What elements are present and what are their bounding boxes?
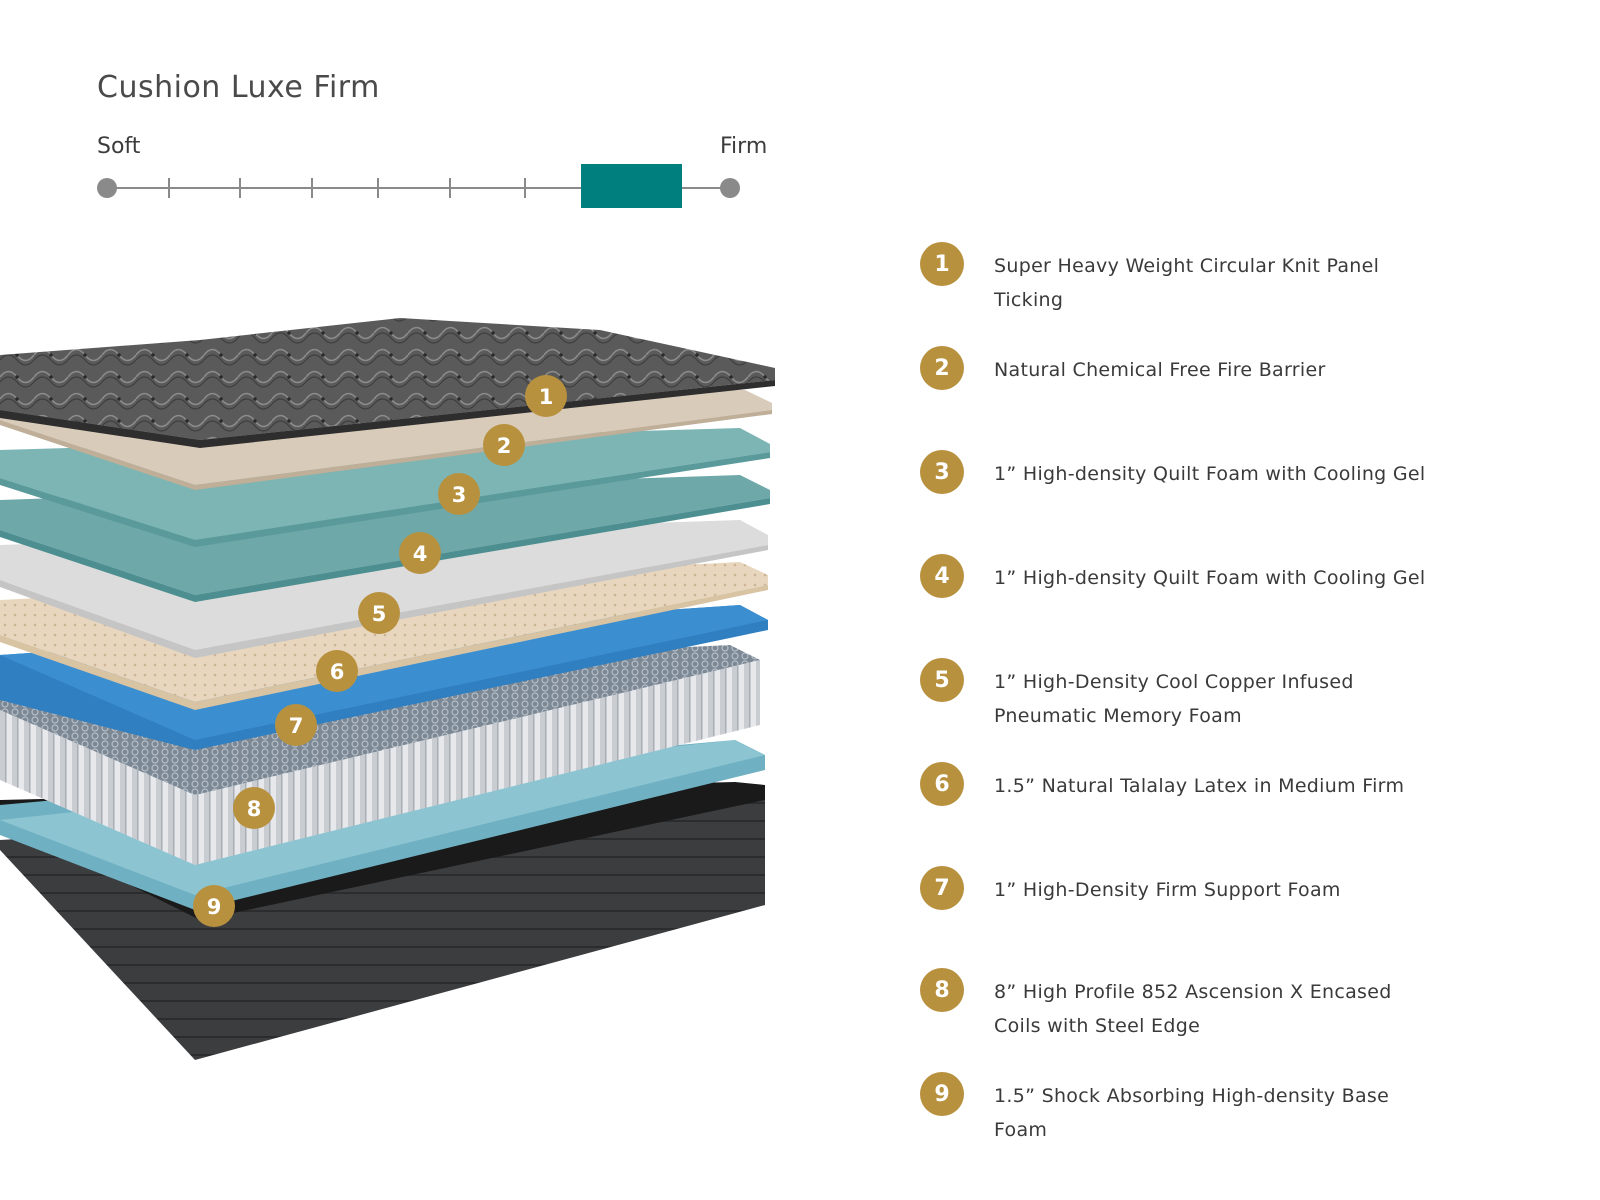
diagram-badge-1 (525, 375, 567, 417)
layer-1-ticking (0, 318, 775, 448)
firmness-level-marker (581, 164, 682, 208)
legend-item: 4 1” High-density Quilt Foam with Cooling… (920, 554, 1425, 598)
legend-item: 9 1.5” Shock Absorbing High-density Base … (920, 1072, 1434, 1147)
legend-description: 1” High-Density Firm Support Foam (994, 879, 1341, 901)
ticking-top (0, 318, 775, 440)
diagram-badge-number: 4 (413, 542, 428, 566)
diagram-badge-9 (193, 885, 235, 927)
legend-item: 1 Super Heavy Weight Circular Knit Panel … (920, 242, 1434, 317)
mattress-layers-diagram: 1 2 3 4 5 6 7 8 9 (0, 318, 775, 1060)
product-title: Cushion Luxe Firm (97, 70, 380, 105)
legend-number-badge: 9 (920, 1072, 964, 1116)
diagram-badge-number: 2 (497, 434, 512, 458)
legend-description: 1” High-density Quilt Foam with Cooling … (994, 463, 1426, 485)
diagram-badge-number: 8 (247, 797, 262, 821)
diagram-badge-6 (316, 650, 358, 692)
legend-description: 8” High Profile 852 Ascension X Encased … (994, 981, 1392, 1037)
legend-number-badge: 6 (920, 762, 964, 806)
soft-label: Soft (97, 134, 141, 159)
legend-description: 1” High-density Quilt Foam with Cooling … (994, 567, 1426, 589)
legend-description: 1” High-Density Cool Copper Infused Pneu… (994, 671, 1354, 727)
diagram-badge-8 (233, 787, 275, 829)
legend-number-badge: 1 (920, 242, 964, 286)
scale-start-dot (97, 178, 117, 198)
legend-item: 6 1.5” Natural Talalay Latex in Medium Fi… (920, 762, 1404, 806)
coil-side (0, 660, 760, 865)
diagram-badge-3 (438, 473, 480, 515)
legend-description: Natural Chemical Free Fire Barrier (994, 359, 1326, 381)
legend-item: 5 1” High-Density Cool Copper Infused Pne… (920, 658, 1434, 733)
diagram-badge-2 (483, 424, 525, 466)
diagram-badge-5 (358, 592, 400, 634)
firm-label: Firm (720, 134, 768, 159)
legend-description: Super Heavy Weight Circular Knit Panel T… (994, 255, 1380, 311)
diagram-badge-number: 3 (452, 483, 467, 507)
diagram-badge-7 (275, 704, 317, 746)
legend-item: 8 8” High Profile 852 Ascension X Encased… (920, 968, 1434, 1043)
legend-number-badge: 7 (920, 866, 964, 910)
firmness-scale (97, 164, 740, 208)
layer-legend: 1 Super Heavy Weight Circular Knit Panel … (920, 0, 1560, 1200)
diagram-badge-number: 6 (330, 660, 345, 684)
scale-end-dot (720, 178, 740, 198)
diagram-badge-number: 9 (207, 895, 222, 919)
legend-number-badge: 2 (920, 346, 964, 390)
diagram-badge-number: 1 (539, 385, 554, 409)
diagram-badges: 1 2 3 4 5 6 7 8 9 (193, 375, 567, 927)
legend-number-badge: 5 (920, 658, 964, 702)
legend-description: 1.5” Natural Talalay Latex in Medium Fir… (994, 775, 1405, 797)
legend-number-badge: 3 (920, 450, 964, 494)
legend-number-badge: 4 (920, 554, 964, 598)
legend-number-badge: 8 (920, 968, 964, 1012)
legend-item: 2 Natural Chemical Free Fire Barrier (920, 346, 1326, 390)
diagram-badge-number: 5 (372, 602, 387, 626)
legend-description: 1.5” Shock Absorbing High-density Base F… (994, 1085, 1390, 1141)
legend-item: 3 1” High-density Quilt Foam with Cooling… (920, 450, 1425, 494)
diagram-badge-number: 7 (289, 714, 304, 738)
scale-ticks (168, 178, 526, 198)
legend-item: 7 1” High-Density Firm Support Foam (920, 866, 1341, 910)
diagram-badge-4 (399, 532, 441, 574)
